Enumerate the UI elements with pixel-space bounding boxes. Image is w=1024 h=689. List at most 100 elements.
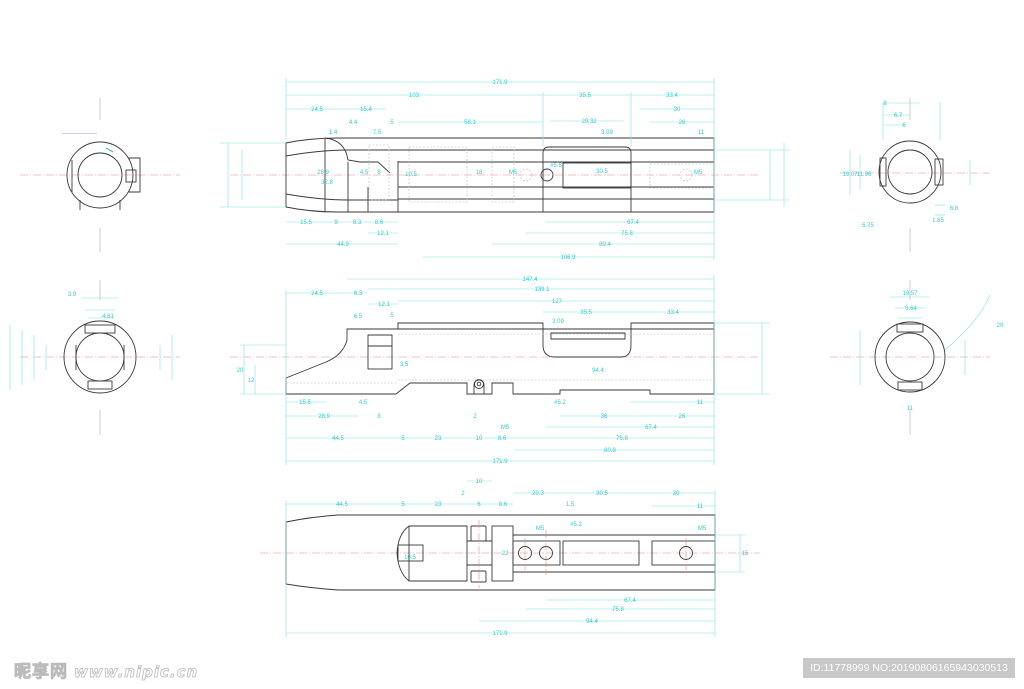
dimension-label: 89.4 bbox=[599, 242, 611, 248]
dimension-label: 26 bbox=[679, 414, 686, 420]
dimension-label: 12.1 bbox=[377, 231, 389, 237]
dimension-label: 80.8 bbox=[604, 448, 616, 454]
dimension-label: 30.5 bbox=[596, 491, 608, 497]
dimension-label: 36 bbox=[601, 414, 608, 420]
dimension-label: 44.5 bbox=[336, 502, 348, 508]
dimension-label: 3.09 bbox=[601, 130, 613, 136]
dimension-label: M5 bbox=[509, 170, 518, 176]
dimension-label: 20 bbox=[997, 323, 1004, 329]
dimension-label: 15.4 bbox=[360, 107, 372, 113]
dimension-label: #5.2 bbox=[570, 522, 582, 528]
dimension-label: 44.5 bbox=[332, 436, 344, 442]
dimension-label: 44.9 bbox=[337, 242, 349, 248]
dimension-label: 7.5 bbox=[373, 130, 382, 136]
dimension-label: 23 bbox=[435, 502, 442, 508]
dimension-label: 58.1 bbox=[464, 120, 476, 126]
dimension-label: 4.5 bbox=[359, 400, 368, 406]
dimension-label: 4.61 bbox=[102, 314, 114, 320]
dimension-label: 30.5 bbox=[596, 169, 608, 175]
dimension-label: 8 bbox=[883, 101, 887, 107]
dimension-label: 5 bbox=[390, 313, 394, 319]
end-view-middle-right: 19.57 9.64 11 20 bbox=[859, 291, 1004, 412]
dimension-label: 5.75 bbox=[862, 223, 874, 229]
dimension-label: M5 bbox=[698, 526, 707, 532]
svg-text:——————————: —————————— bbox=[62, 131, 98, 135]
dimension-label: 6 bbox=[477, 502, 481, 508]
dimension-label: #5.8 bbox=[550, 163, 562, 169]
dimension-label: 30 bbox=[674, 107, 681, 113]
dimension-label: 24.5 bbox=[311, 291, 323, 297]
dimension-label: 6.7 bbox=[894, 113, 903, 119]
dimension-label: 11 bbox=[697, 504, 704, 510]
bottom-view: 10 2 20.3 30.5 30 44.5 5 23 6 8.6 1.5 11… bbox=[285, 479, 749, 637]
dimension-label: 5 bbox=[390, 120, 394, 126]
dimension-label: 171.9 bbox=[492, 459, 508, 465]
dimension-label: 28.9 bbox=[318, 414, 330, 420]
dimension-label: 10.5 bbox=[405, 172, 417, 178]
dimension-label: #5.2 bbox=[554, 400, 566, 406]
dimension-label: 1.4 bbox=[329, 130, 338, 136]
dimension-label: 12.1 bbox=[378, 302, 390, 308]
dimension-label: 75.8 bbox=[612, 607, 624, 613]
dimension-label: 20 bbox=[237, 368, 244, 374]
dimension-label: 4.5 bbox=[360, 170, 369, 176]
dimension-label: M5 bbox=[536, 526, 545, 532]
dimension-label: 33.4 bbox=[666, 93, 678, 99]
dimension-label: 67.4 bbox=[645, 425, 657, 431]
dimension-label: 6 bbox=[902, 123, 906, 129]
dimension-label: 15.5 bbox=[299, 400, 311, 406]
dimension-label: 15 bbox=[742, 551, 749, 557]
dimension-label: 94.4 bbox=[592, 368, 604, 374]
dimension-label: 5 bbox=[401, 436, 405, 442]
dimension-label: 67.4 bbox=[627, 220, 639, 226]
dimension-label: 9.64 bbox=[905, 306, 917, 312]
dimension-label: 11.96 bbox=[857, 172, 872, 178]
dimension-label: 33.4 bbox=[667, 310, 679, 316]
dimension-label: 8.6 bbox=[498, 436, 507, 442]
dimension-label: 1.65 bbox=[932, 218, 944, 224]
dimension-label: 139.1 bbox=[534, 287, 550, 293]
dimension-label: 18 bbox=[476, 170, 483, 176]
dimension-label: 19.07 bbox=[842, 172, 858, 178]
image-id-badge: ID:11778999 NO:20190806165943030513 bbox=[803, 658, 1015, 678]
dimension-label: M5 bbox=[501, 425, 510, 431]
dimension-label: 8 bbox=[377, 170, 381, 176]
dimension-label: 30 bbox=[673, 491, 680, 497]
dimension-label: 22 bbox=[502, 551, 509, 557]
dimension-label: 67.4 bbox=[624, 598, 636, 604]
end-view-top-right: 8 6.7 6 19.07 11.96 6.8 1.65 5.75 bbox=[842, 101, 971, 229]
dimension-label: 8.6 bbox=[375, 220, 384, 226]
end-view-middle-left: 3.9 4.61 bbox=[9, 292, 173, 394]
dimension-label: 32.8 bbox=[321, 180, 333, 186]
dimension-label: 8 bbox=[377, 414, 381, 420]
dimension-label: 106.9 bbox=[560, 255, 576, 261]
top-view: 171.9 103 35.5 33.4 24.5 15.4 30 4.4 5 5… bbox=[220, 78, 790, 261]
dimension-label: 15.5 bbox=[300, 220, 312, 226]
dimension-label: 8.6 bbox=[499, 502, 508, 508]
dimension-label: 9 bbox=[334, 220, 338, 226]
dimension-label: 3.5 bbox=[400, 362, 409, 368]
dimension-label: 5 bbox=[401, 502, 405, 508]
dimension-label: M5 bbox=[694, 170, 703, 176]
dimension-label: 10.5 bbox=[404, 555, 416, 561]
dimension-label: 6.5 bbox=[354, 314, 363, 320]
dimension-label: 147.4 bbox=[522, 277, 538, 283]
dimension-label: 127 bbox=[552, 299, 563, 305]
dimension-label: 26 bbox=[679, 120, 686, 126]
dimension-label: 8.3 bbox=[354, 291, 363, 297]
dimension-label: 3.9 bbox=[68, 292, 77, 298]
end-view-top-left: —————————— bbox=[62, 131, 141, 210]
dimension-label: 28.9 bbox=[317, 170, 329, 176]
dimension-label: 6.8 bbox=[950, 206, 959, 212]
dimension-label: 19.57 bbox=[902, 291, 918, 297]
dimension-label: 4.4 bbox=[349, 120, 358, 126]
dimension-label: 2 bbox=[473, 414, 477, 420]
dimension-label: 11 bbox=[697, 400, 704, 406]
side-view: 147.4 139.1 24.5 8.3 127 12.1 35.5 33.4 … bbox=[237, 275, 770, 465]
dimension-label: 23 bbox=[435, 436, 442, 442]
dimension-label: 35.5 bbox=[580, 310, 592, 316]
dimension-label: 3.09 bbox=[552, 319, 564, 325]
dimension-label: 11 bbox=[698, 130, 705, 136]
